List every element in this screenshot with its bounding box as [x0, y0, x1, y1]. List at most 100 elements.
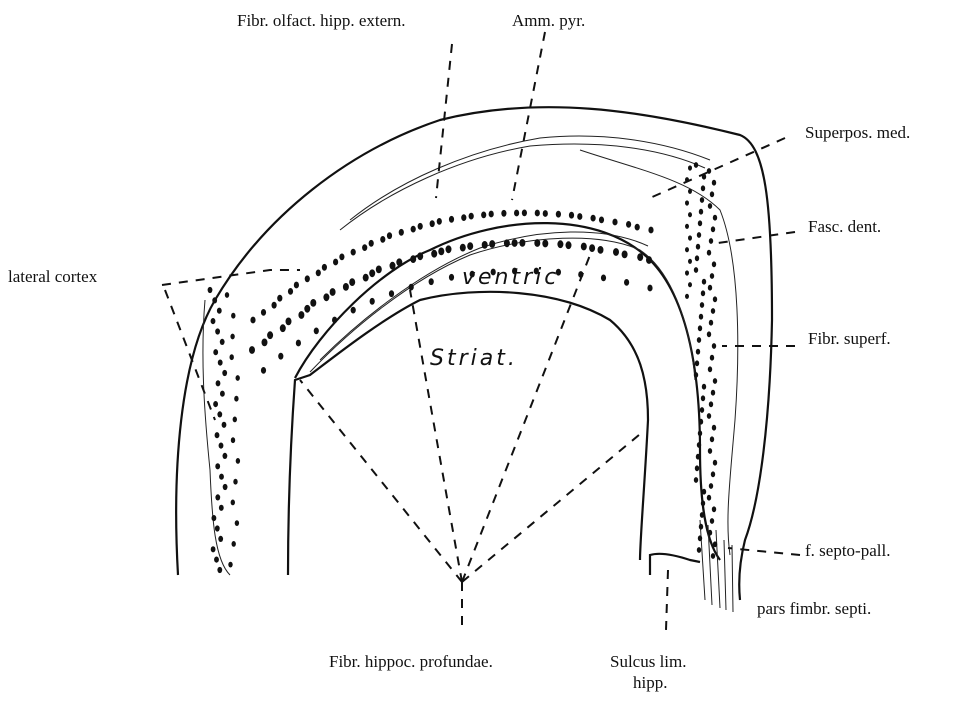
cell-dot [277, 295, 282, 302]
cell-dot [280, 324, 286, 332]
cell-dot [695, 360, 699, 366]
cell-dot [711, 226, 715, 232]
cell-dot [556, 211, 561, 218]
cell-dot [710, 436, 714, 442]
cell-dot [647, 285, 652, 292]
label-fasc-dent: Fasc. dent. [808, 217, 881, 236]
cell-dot [387, 232, 392, 239]
cell-dot [219, 505, 224, 511]
cell-dot [710, 355, 714, 361]
cell-dot [399, 229, 404, 236]
cell-dot [648, 227, 653, 234]
cell-dot [712, 506, 716, 512]
cell-dot [710, 191, 714, 197]
cell-dot [581, 243, 587, 251]
cell-dot [696, 349, 700, 355]
cell-dot [467, 242, 473, 250]
cell-dot [231, 437, 235, 443]
cell-dot [697, 547, 701, 553]
cell-dot [701, 395, 705, 401]
cell-dot [688, 212, 692, 217]
cell-dot [489, 211, 494, 218]
cell-dot [349, 278, 355, 286]
cell-dot [713, 296, 717, 302]
cell-dot [688, 282, 692, 287]
fibre-band-4 [340, 144, 705, 230]
cell-dot [696, 454, 700, 460]
cell-dot [232, 541, 236, 547]
cell-dot [612, 219, 617, 226]
cell-dot [514, 210, 519, 217]
cell-dot [599, 217, 604, 224]
cell-dot [213, 401, 218, 407]
cell-dot [708, 448, 712, 454]
cell-dot [698, 430, 702, 436]
cell-dot [698, 220, 702, 226]
cell-dot [286, 318, 292, 326]
cell-dot [489, 240, 495, 248]
cell-dot [351, 307, 356, 314]
cell-dot [362, 244, 367, 251]
label-sulcus-lim-line1: Sulcus lim. [610, 652, 687, 671]
cell-dot [369, 269, 375, 277]
cell-dot [711, 308, 715, 314]
cell-dot [694, 267, 698, 273]
cell-dot [695, 255, 699, 261]
cell-dot [707, 495, 711, 501]
label-lateral-cortex: lateral cortex [8, 267, 98, 286]
cell-dot [698, 325, 702, 331]
cell-dot [699, 314, 703, 320]
cell-dot [215, 328, 220, 334]
cell-dot [688, 189, 692, 194]
cell-dot [228, 562, 232, 568]
cell-dot [699, 209, 703, 215]
cell-dot [278, 353, 283, 360]
cell-dot [288, 288, 293, 295]
cell-dot [218, 360, 223, 366]
cell-dot [696, 244, 700, 250]
cell-dot [707, 331, 711, 337]
cell-dot [310, 299, 316, 307]
cell-dot [294, 282, 299, 289]
cell-dot [376, 266, 382, 274]
cell-dot [700, 197, 704, 203]
label-fibr-hippoc-profundae: Fibr. hippoc. profundae. [329, 652, 493, 671]
cell-dot [481, 212, 486, 219]
cell-dot [231, 500, 235, 506]
cell-dot [591, 215, 596, 222]
cell-dot [557, 240, 563, 248]
cell-dot [296, 340, 301, 347]
cell-dot [626, 221, 631, 228]
leader-profundae-2 [410, 290, 462, 582]
cell-dot [700, 512, 704, 518]
cell-dot [707, 413, 711, 419]
cell-dot [219, 474, 224, 480]
cell-dot [233, 479, 237, 485]
cell-dot [624, 279, 629, 286]
cell-dot [214, 557, 219, 563]
label-f-septo-pall: f. septo-pall. [805, 541, 890, 560]
cell-dot [685, 270, 689, 275]
cell-dot [225, 292, 229, 298]
cell-dot [219, 443, 224, 449]
cell-dot [220, 339, 225, 345]
cell-dot [369, 240, 374, 247]
cell-dot [213, 349, 218, 355]
cell-dot [685, 224, 689, 229]
cell-dot [208, 287, 213, 293]
cell-dot [461, 214, 466, 221]
cell-dot [713, 541, 717, 547]
cell-dot [708, 530, 712, 536]
cell-dot [713, 460, 717, 466]
cell-dot [542, 240, 548, 248]
cell-dot [534, 239, 540, 247]
label-amm-pyr: Amm. pyr. [512, 11, 585, 30]
label-sulcus-lim-line2: hipp. [633, 673, 667, 692]
cell-dot [589, 244, 595, 252]
label-pars-fimbr-septi: pars fimbr. septi. [757, 599, 871, 618]
cell-dot [702, 489, 706, 495]
cell-dot [233, 417, 237, 423]
cell-dot [577, 213, 582, 220]
